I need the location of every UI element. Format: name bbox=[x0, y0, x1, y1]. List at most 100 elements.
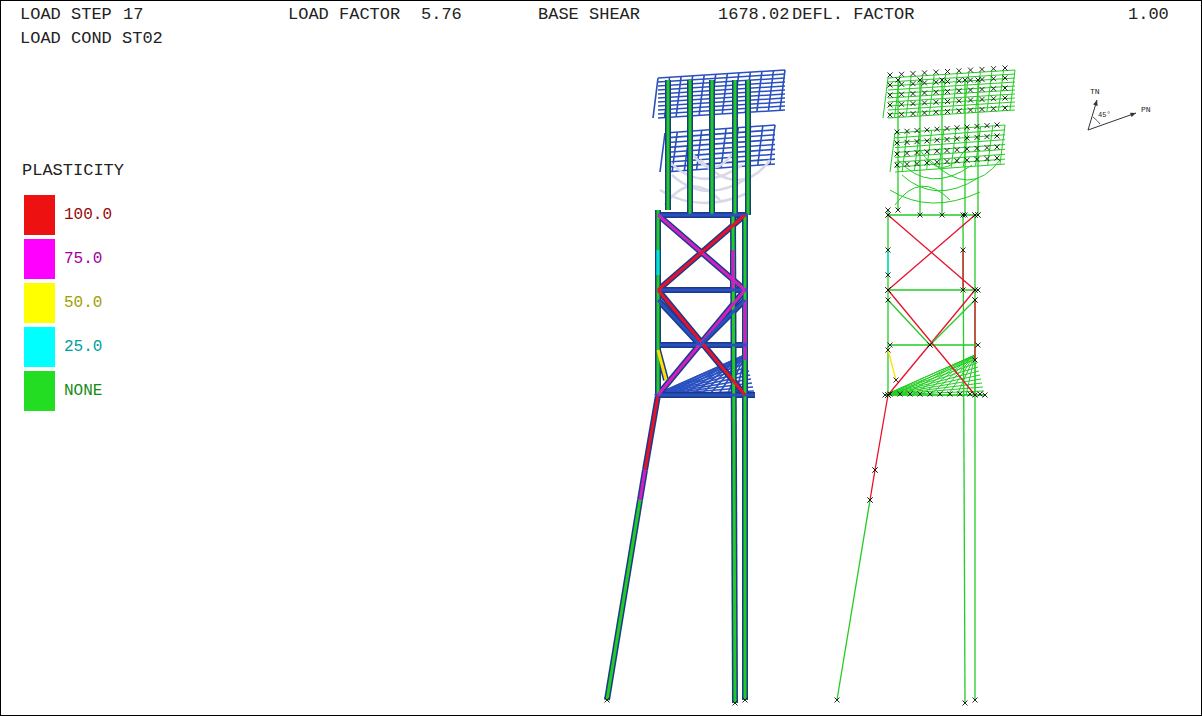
node-mark bbox=[955, 158, 960, 163]
jacket-member bbox=[658, 300, 700, 345]
node-mark bbox=[925, 149, 930, 154]
deck-member bbox=[885, 395, 985, 396]
node-mark bbox=[905, 140, 910, 145]
deck-member bbox=[888, 94, 1015, 102]
node-mark bbox=[922, 80, 927, 85]
conductor-member bbox=[668, 160, 742, 179]
compass-arrowhead bbox=[1130, 113, 1136, 117]
node-mark bbox=[945, 126, 950, 131]
deck-member bbox=[658, 82, 785, 90]
node-mark bbox=[899, 102, 904, 107]
node-mark bbox=[973, 288, 978, 293]
node-mark bbox=[888, 83, 893, 88]
node-mark bbox=[945, 99, 950, 104]
node-mark bbox=[961, 288, 966, 293]
deck-member bbox=[676, 77, 681, 117]
deck-member bbox=[895, 135, 1005, 143]
node-mark bbox=[934, 80, 939, 85]
header-value: 5.76 bbox=[421, 6, 462, 23]
deck-member bbox=[888, 98, 1015, 106]
node-mark bbox=[888, 73, 893, 78]
node-mark bbox=[894, 378, 899, 383]
node-mark bbox=[896, 208, 901, 213]
node-mark bbox=[991, 86, 996, 91]
node-mark bbox=[915, 150, 920, 155]
node-mark bbox=[868, 498, 873, 503]
deck-member bbox=[906, 77, 911, 117]
node-mark bbox=[948, 392, 953, 397]
node-mark bbox=[895, 152, 900, 157]
node-mark bbox=[868, 498, 873, 503]
jacket-member bbox=[962, 250, 963, 290]
node-mark bbox=[895, 130, 900, 135]
compass-arrow bbox=[1088, 113, 1136, 130]
node-mark bbox=[835, 698, 840, 703]
deck-member bbox=[757, 71, 762, 111]
legend-swatch bbox=[24, 371, 55, 411]
compass-label: PN bbox=[1141, 106, 1151, 114]
node-mark bbox=[888, 93, 893, 98]
deck-member bbox=[921, 355, 975, 395]
node-mark bbox=[955, 136, 960, 141]
node-mark bbox=[968, 108, 973, 113]
jacket-member bbox=[645, 395, 658, 470]
node-mark bbox=[922, 90, 927, 95]
header-label: DEFL. FACTOR bbox=[792, 6, 914, 23]
node-mark bbox=[873, 468, 878, 473]
node-mark bbox=[958, 392, 963, 397]
node-mark bbox=[934, 70, 939, 75]
node-mark bbox=[973, 298, 978, 303]
node-mark bbox=[896, 78, 901, 83]
jacket-member bbox=[655, 394, 755, 397]
deck-member bbox=[888, 82, 1015, 90]
deck-member bbox=[655, 394, 755, 396]
node-mark bbox=[965, 136, 970, 141]
legend-swatch bbox=[24, 195, 55, 235]
node-mark bbox=[905, 129, 910, 134]
node-mark bbox=[1003, 76, 1008, 81]
deck-member bbox=[658, 90, 785, 98]
node-mark bbox=[980, 107, 985, 112]
node-mark bbox=[938, 392, 943, 397]
legend-swatch bbox=[24, 239, 55, 279]
node-mark bbox=[605, 698, 610, 703]
node-mark bbox=[899, 112, 904, 117]
node-mark bbox=[980, 67, 985, 72]
node-mark bbox=[895, 141, 900, 146]
deck-member bbox=[1000, 125, 1005, 164]
node-mark bbox=[963, 213, 968, 218]
legend-text: NONE bbox=[64, 383, 102, 399]
jacket-member bbox=[887, 210, 888, 395]
node-mark bbox=[899, 72, 904, 77]
node-mark bbox=[973, 213, 978, 218]
node-mark bbox=[911, 101, 916, 106]
member-outline bbox=[658, 300, 700, 345]
deck-member bbox=[895, 130, 1005, 138]
header-value: 1.00 bbox=[1128, 6, 1169, 23]
jacket-member bbox=[930, 300, 975, 345]
jacket-member bbox=[658, 290, 745, 395]
node-mark bbox=[965, 158, 970, 163]
node-mark bbox=[995, 134, 1000, 139]
deck-member bbox=[895, 77, 900, 117]
node-mark bbox=[922, 100, 927, 105]
node-mark bbox=[980, 77, 985, 82]
jacket-member bbox=[689, 80, 692, 215]
deck-member bbox=[895, 145, 1005, 153]
jacket-member bbox=[658, 350, 666, 380]
node-mark bbox=[963, 78, 968, 83]
jacket-member bbox=[887, 250, 888, 275]
node-mark bbox=[985, 145, 990, 150]
node-mark bbox=[873, 468, 878, 473]
node-mark bbox=[955, 147, 960, 152]
deck-member bbox=[988, 126, 993, 165]
node-mark bbox=[733, 701, 738, 706]
node-mark bbox=[888, 392, 893, 397]
node-mark bbox=[1003, 66, 1008, 71]
legend-text: 75.0 bbox=[64, 251, 102, 267]
jacket-member bbox=[657, 250, 660, 275]
node-mark bbox=[945, 137, 950, 142]
node-mark bbox=[976, 343, 981, 348]
compass-arrow bbox=[1088, 100, 1097, 130]
